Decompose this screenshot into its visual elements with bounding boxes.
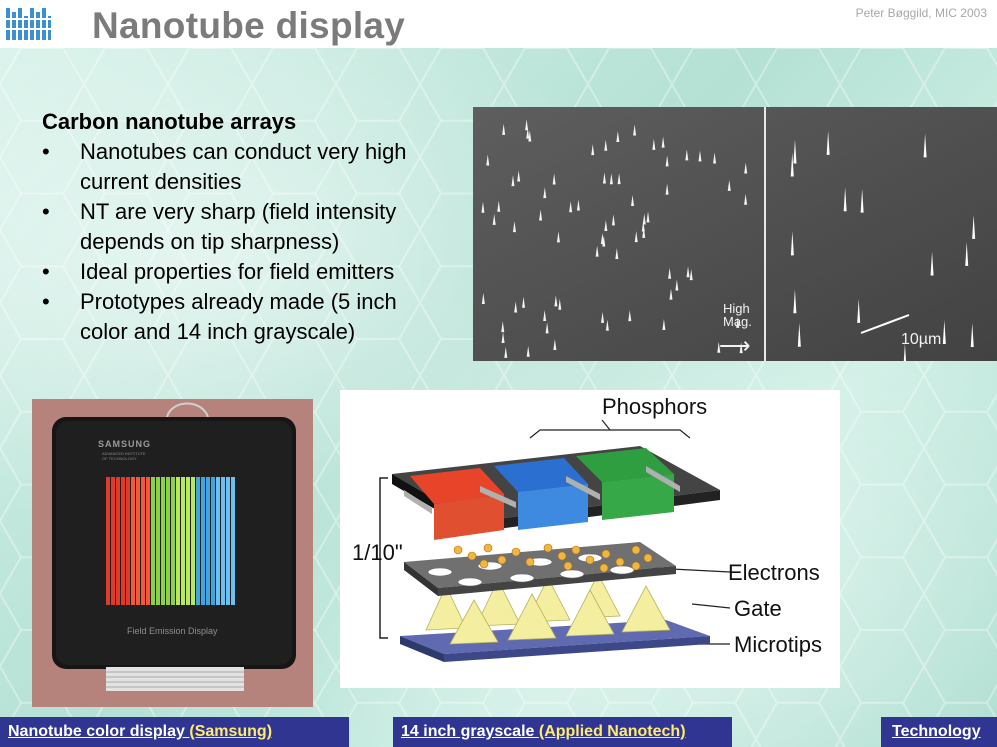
bullet-marker: • — [42, 139, 50, 164]
arrow-right-icon: ⟶ — [719, 333, 751, 358]
mic-logo-icon — [4, 4, 52, 44]
scale-bar-label: 10µm — [901, 331, 942, 348]
samsung-brand: SAMSUNG — [98, 439, 152, 449]
page-title: Nanotube display — [92, 5, 406, 46]
bullet-item: • Ideal properties for field emitters — [42, 257, 472, 287]
footer-link-samsung[interactable]: Nanotube color display (Samsung) — [0, 717, 349, 747]
image-divider — [764, 107, 766, 361]
height-label: 1/10" — [352, 540, 403, 565]
footer-link-applied-nanotech[interactable]: 14 inch grayscale (Applied Nanotech) — [393, 717, 732, 747]
bullet-list: • Nanotubes can conduct very high curren… — [42, 137, 472, 347]
display-caption: Field Emission Display — [127, 626, 218, 636]
bullet-item: • Nanotubes can conduct very high curren… — [42, 139, 407, 194]
bullet-marker: • — [42, 289, 50, 314]
bullet-item: • NT are very sharp (field intensity dep… — [42, 199, 397, 254]
phosphors-label: Phosphors — [602, 394, 708, 419]
section-heading: Carbon nanotube arrays — [42, 109, 297, 134]
electrons-label: Electrons — [728, 560, 820, 585]
bullet-marker: • — [42, 199, 50, 224]
bullet-item: • Prototypes already made (5 inch color … — [42, 289, 397, 344]
microtips-label: Microtips — [734, 632, 823, 657]
slide-header: Nanotube display Peter Bøggild, MIC 2003 — [0, 0, 997, 48]
content-text: Carbon nanotube arrays • Nanotubes can c… — [42, 107, 472, 347]
bullet-marker: • — [42, 259, 50, 284]
fed-diagram: Phosphors 1/10" Electrons Gate Microtips — [340, 390, 840, 688]
footer-link-technology[interactable]: Technology — [881, 717, 997, 747]
gate-label: Gate — [734, 596, 782, 621]
nanotube-array-image — [473, 107, 997, 361]
author-credit: Peter Bøggild, MIC 2003 — [855, 6, 987, 20]
